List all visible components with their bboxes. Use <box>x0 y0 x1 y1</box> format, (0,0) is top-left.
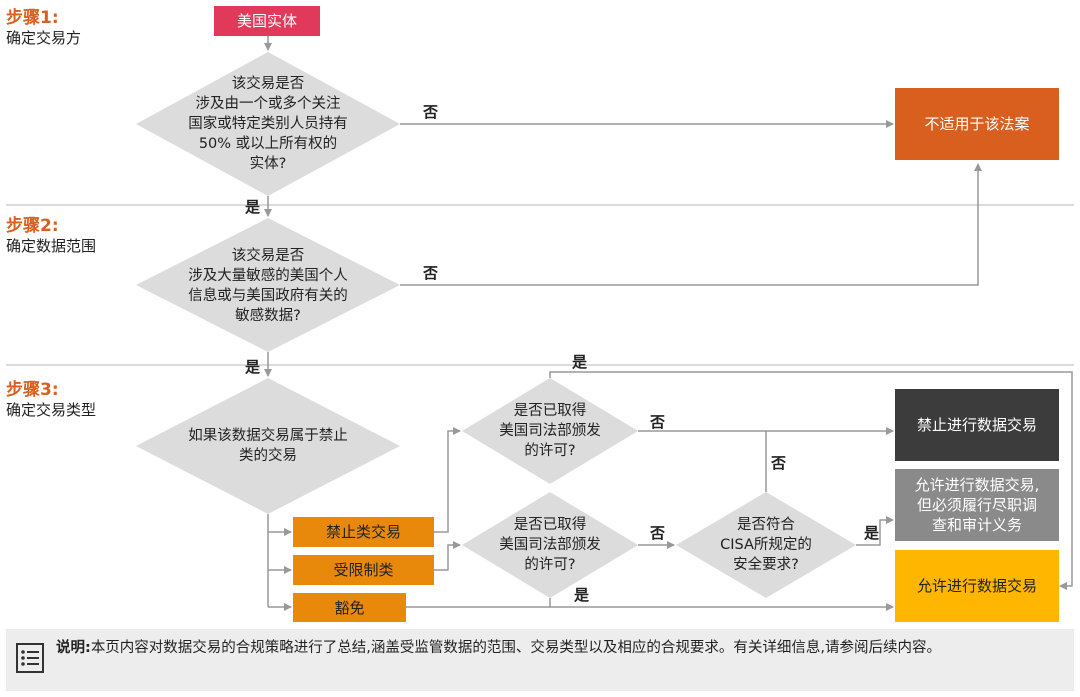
edge-label-no: 否 <box>771 454 787 472</box>
decision-line: 是否已取得 <box>513 403 587 419</box>
step-number: 步骤3: <box>6 380 59 400</box>
step-number: 步骤1: <box>6 8 59 28</box>
edge-label-no: 否 <box>650 413 666 431</box>
outcome-prohibit: 禁止进行数据交易 <box>895 389 1059 461</box>
decision-text-cisa: 是否符合 CISA所规定的 安全要求? <box>706 515 826 575</box>
step-title: 确定交易类型 <box>6 401 97 419</box>
decision-diamond-license-prohibited <box>462 378 638 484</box>
decision-line: 信息或与美国政府有关的 <box>188 288 348 304</box>
step-title: 确定交易方 <box>6 29 82 47</box>
step-3: 步骤3: 确定交易类型 <box>6 380 96 420</box>
edge-label-yes: 是 <box>572 353 588 371</box>
edge-label-no: 否 <box>423 103 439 121</box>
decision-line: 是否符合 <box>736 517 795 533</box>
edge-label-yes: 是 <box>864 524 880 542</box>
edge-label-no: 否 <box>650 524 666 542</box>
decision-line: 的许可? <box>524 557 576 573</box>
decision-line: 如果该数据交易属于禁止 <box>188 428 348 444</box>
edge-label-yes: 是 <box>245 198 261 216</box>
note-text: 本页内容对数据交易的合规策略进行了总结,涵盖受监管数据的范围、交易类型以及相应的… <box>90 640 942 656</box>
decision-diamond-cisa <box>676 492 856 598</box>
outcome-line: 但必须履行尽职调 <box>916 496 1037 514</box>
note-label: 说明: <box>56 640 91 656</box>
decision-line: 敏感数据? <box>235 308 301 324</box>
decision-line: 是否已取得 <box>513 517 587 533</box>
footnote: 说明:本页内容对数据交易的合规策略进行了总结,涵盖受监管数据的范围、交易类型以及… <box>6 629 1074 691</box>
outcome-line: 允许进行数据交易, <box>914 476 1040 494</box>
decision-line: 的许可? <box>524 443 576 459</box>
decision-line: 实体? <box>249 156 287 172</box>
decision-text-data-scope: 该交易是否 涉及大量敏感的美国个人 信息或与美国政府有关的 敏感数据? <box>166 244 370 328</box>
decision-diamond-ownership <box>136 52 400 196</box>
decision-line: 国家或特定类别人员持有 <box>188 116 348 132</box>
decision-line: 该交易是否 <box>231 76 305 92</box>
decision-line: CISA所规定的 <box>720 537 812 553</box>
decision-line: 涉及由一个或多个关注 <box>195 96 341 112</box>
decision-diamond-transaction-type <box>136 378 400 514</box>
decision-line: 该交易是否 <box>231 248 305 264</box>
decision-line: 类的交易 <box>239 448 297 464</box>
outcome-not-applicable: 不适用于该法案 <box>895 88 1059 160</box>
decision-diamond-data-scope <box>136 218 400 352</box>
decision-line: 50% 或以上所有权的 <box>198 136 338 152</box>
edge-label-yes: 是 <box>245 358 261 376</box>
decision-text-ownership: 该交易是否 涉及由一个或多个关注 国家或特定类别人员持有 50% 或以上所有权的… <box>166 72 370 176</box>
decision-text-transaction-type: 如果该数据交易属于禁止 类的交易 <box>166 424 370 468</box>
outcome-allow: 允许进行数据交易 <box>895 550 1059 622</box>
edge-label-no: 否 <box>423 264 439 282</box>
decision-line: 安全要求? <box>733 557 799 573</box>
decision-text-license-prohibited: 是否已取得 美国司法部颁发 的许可? <box>490 401 610 461</box>
step-2: 步骤2: 确定数据范围 <box>6 216 96 256</box>
decision-line: 涉及大量敏感的美国个人 <box>188 268 348 284</box>
category-prohibited: 禁止类交易 <box>293 517 434 547</box>
list-icon <box>16 643 44 673</box>
edge-label-yes: 是 <box>574 586 590 604</box>
decision-diamond-license-restricted <box>462 492 638 598</box>
start-node-us-entity: 美国实体 <box>214 6 320 36</box>
outcome-allow-conditional: 允许进行数据交易, 但必须履行尽职调 查和审计义务 <box>895 469 1059 541</box>
decision-text-license-restricted: 是否已取得 美国司法部颁发 的许可? <box>490 515 610 575</box>
decision-line: 美国司法部颁发 <box>499 537 601 553</box>
category-exempt: 豁免 <box>293 593 406 622</box>
decision-line: 美国司法部颁发 <box>499 423 601 439</box>
outcome-line: 查和审计义务 <box>931 516 1022 534</box>
step-title: 确定数据范围 <box>6 237 97 255</box>
step-number: 步骤2: <box>6 216 59 236</box>
category-restricted: 受限制类 <box>293 555 434 585</box>
step-1: 步骤1: 确定交易方 <box>6 8 81 48</box>
